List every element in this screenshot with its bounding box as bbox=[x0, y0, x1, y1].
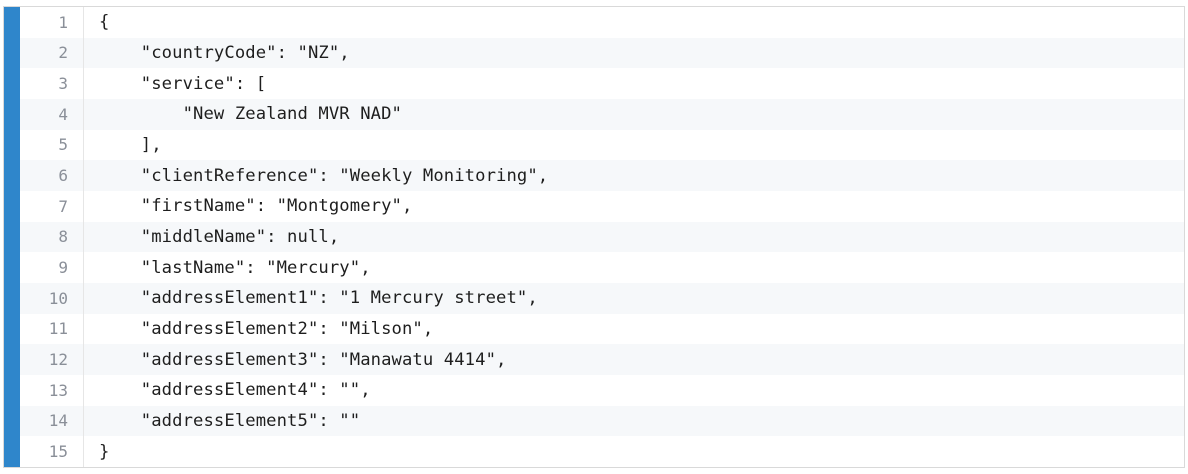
line-text[interactable]: "addressElement1": "1 Mercury street", bbox=[99, 288, 538, 309]
code-line: 2 "countryCode": "NZ", bbox=[20, 37, 1184, 69]
code-line: 14 "addressElement5": "" bbox=[20, 405, 1184, 437]
line-number: 6 bbox=[58, 166, 68, 186]
line-text[interactable]: "New Zealand MVR NAD" bbox=[99, 104, 402, 125]
code-line: 1 { bbox=[20, 7, 1184, 38]
line-number: 11 bbox=[48, 319, 68, 339]
code-block: 1 { 2 "countryCode": "NZ", 3 "service": … bbox=[3, 6, 1185, 468]
line-text[interactable]: "lastName": "Mercury", bbox=[99, 257, 371, 278]
code-line: 12 "addressElement3": "Manawatu 4414", bbox=[20, 344, 1184, 375]
line-text[interactable]: "clientReference": "Weekly Monitoring", bbox=[99, 165, 549, 186]
line-number: 15 bbox=[48, 442, 68, 462]
line-text[interactable]: "firstName": "Montgomery", bbox=[99, 196, 413, 217]
code-line: 9 "lastName": "Mercury", bbox=[20, 252, 1184, 283]
line-text[interactable]: } bbox=[99, 441, 110, 462]
line-text[interactable]: { bbox=[99, 12, 110, 33]
line-number: 2 bbox=[58, 43, 68, 63]
line-text[interactable]: "service": [ bbox=[99, 73, 267, 94]
code-line: 5 ], bbox=[20, 130, 1184, 161]
line-number: 14 bbox=[48, 411, 68, 431]
code-line: 7 "firstName": "Montgomery", bbox=[20, 191, 1184, 222]
line-number: 4 bbox=[58, 104, 68, 124]
line-number: 7 bbox=[58, 196, 68, 216]
line-text[interactable]: "addressElement5": "" bbox=[99, 410, 361, 431]
line-text[interactable]: "addressElement2": "Milson", bbox=[99, 318, 434, 339]
line-text[interactable]: "addressElement4": "", bbox=[99, 380, 371, 401]
code-line: 15 } bbox=[20, 436, 1184, 467]
line-number: 3 bbox=[58, 74, 68, 94]
line-number: 8 bbox=[58, 227, 68, 247]
code-line: 13 "addressElement4": "", bbox=[20, 375, 1184, 406]
gutter-divider bbox=[83, 7, 84, 467]
line-number: 5 bbox=[58, 135, 68, 155]
line-text[interactable]: "addressElement3": "Manawatu 4414", bbox=[99, 349, 507, 370]
code-line: 10 "addressElement1": "1 Mercury street"… bbox=[20, 282, 1184, 314]
code-line: 8 "middleName": null, bbox=[20, 221, 1184, 253]
code-lines: 1 { 2 "countryCode": "NZ", 3 "service": … bbox=[20, 7, 1184, 467]
line-text[interactable]: "middleName": null, bbox=[99, 226, 340, 247]
code-line: 4 "New Zealand MVR NAD" bbox=[20, 98, 1184, 130]
line-number: 12 bbox=[48, 350, 68, 370]
line-number: 10 bbox=[48, 288, 68, 308]
line-text[interactable]: "countryCode": "NZ", bbox=[99, 42, 350, 63]
code-line: 11 "addressElement2": "Milson", bbox=[20, 314, 1184, 345]
code-block-accent-bar bbox=[4, 7, 20, 467]
line-number: 13 bbox=[48, 380, 68, 400]
line-text[interactable]: ], bbox=[99, 134, 162, 155]
code-line: 6 "clientReference": "Weekly Monitoring"… bbox=[20, 160, 1184, 191]
line-number: 1 bbox=[58, 12, 68, 32]
code-line: 3 "service": [ bbox=[20, 68, 1184, 99]
line-number: 9 bbox=[58, 258, 68, 278]
